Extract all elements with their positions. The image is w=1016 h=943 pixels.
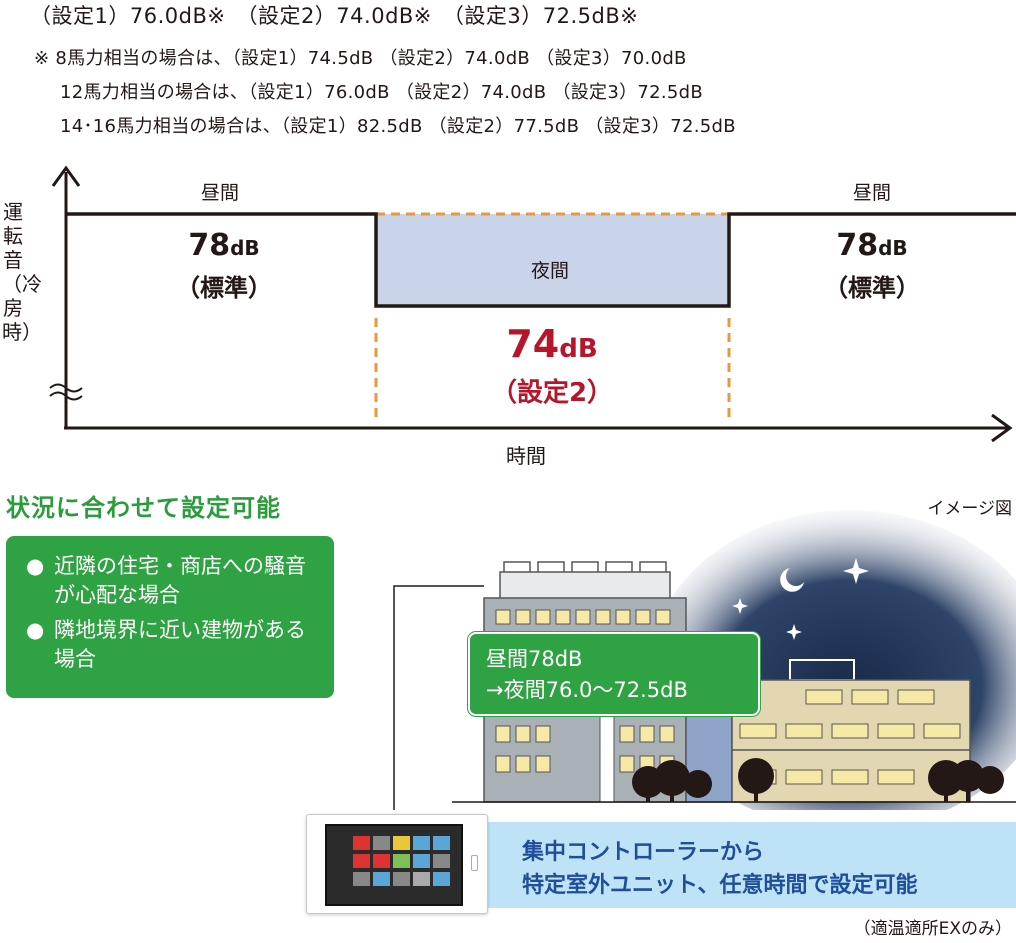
star-icon [786,624,802,640]
x-axis-label: 時間 [506,444,546,468]
axis-break-icon [49,383,83,401]
left-zone-sub: （標準） [176,274,272,302]
tree-icons [632,758,1004,802]
callout-line-night: →夜間76.0〜72.5dB [486,678,688,702]
middle-zone-value: 74dB [506,322,598,366]
middle-zone-label: 夜間 [530,260,569,282]
controller-band [480,822,1016,908]
night-zone-fill [376,214,729,306]
standard-level-dashes [374,212,731,422]
controller-line-2: 特定室外ユニット、任意時間で設定可能 [522,873,918,898]
noise-diagram [49,165,1016,443]
image-note: イメージ図 [927,499,1012,519]
right-zone-sub: （標準） [824,274,920,302]
noise-level-line [66,212,1016,308]
section-title: 状況に合わせて設定可能 [6,494,281,522]
y-axis-arrow [51,165,81,187]
controller-line-1: 集中コントローラーから [522,840,765,865]
x-axis-arrow [991,413,1013,443]
note-14-16hp: 14･16馬力相当の場合は、（設定1）82.5dB （設定2）77.5dB （設… [60,116,736,137]
moon-icon [780,568,804,592]
middle-zone-sub: （設定2） [490,378,614,408]
star-icon [843,558,869,584]
footnote: （適温適所EXのみ） [853,919,1012,939]
callout-line-day: 昼間78dB [486,647,583,671]
right-zone-label: 昼間 [852,182,891,204]
use-case-text: 近隣の住宅・商店への騒音が心配な場合 [54,554,306,607]
left-zone-value: 78dB [188,228,260,263]
settings-summary: （設定1）76.0dB※ （設定2）74.0dB※ （設定3）72.5dB※ [30,4,639,28]
bullet-icon: ● [26,554,45,578]
school-windows [739,689,961,785]
use-case-text: 隣地境界に近い建物がある場合 [54,618,306,671]
office-windows [495,609,675,773]
note-8hp: ※ 8馬力相当の場合は、（設定1）74.5dB （設定2）74.0dB （設定3… [34,48,687,69]
bullet-icon: ● [26,618,45,642]
city-night-illustration [393,510,1016,810]
left-zone-label: 昼間 [200,182,239,204]
use-case-box: ● 近隣の住宅・商店への騒音が心配な場合 ● 隣地境界に近い建物がある場合 [6,536,334,698]
controller-text: 集中コントローラーから 特定室外ユニット、任意時間で設定可能 [522,836,918,902]
connector-line [393,585,484,810]
controller-button [471,855,478,871]
night-setting-callout: 昼間78dB →夜間76.0〜72.5dB [468,632,760,716]
central-controller-device [306,814,488,914]
list-item: ● 隣地境界に近い建物がある場合 [26,616,314,674]
y-axis-label: 運転音（冷房時） [2,200,42,344]
office-entrance [599,709,615,803]
list-item: ● 近隣の住宅・商店への騒音が心配な場合 [26,552,314,610]
right-zone-value: 78dB [836,228,908,263]
note-12hp: 12馬力相当の場合は、（設定1）76.0dB （設定2）74.0dB （設定3）… [60,82,704,103]
controller-screen [325,824,463,906]
star-icon [732,598,748,614]
